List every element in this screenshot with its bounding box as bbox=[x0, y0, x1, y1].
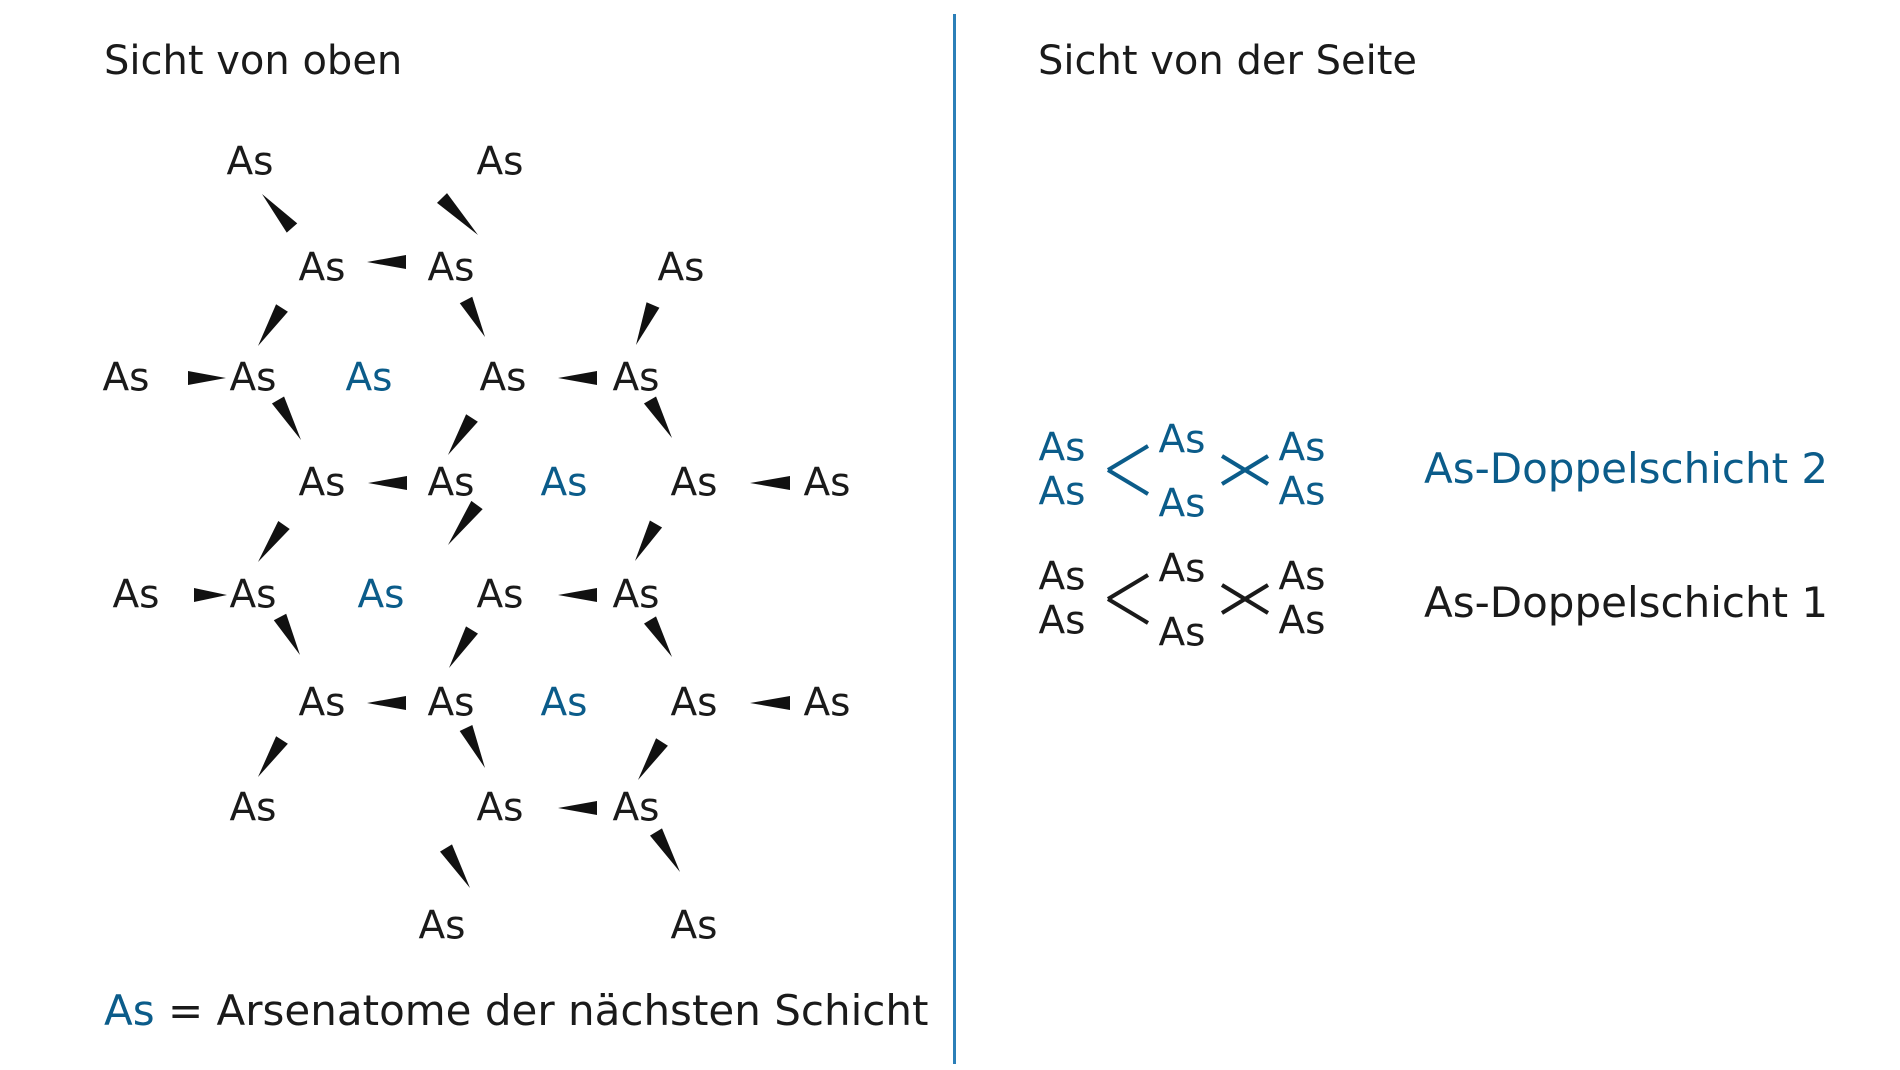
side-layer-2-bond bbox=[1220, 454, 1270, 486]
side-layer-2-atom: As bbox=[1038, 425, 1086, 471]
as-atom: As bbox=[427, 460, 475, 506]
as-atom: As bbox=[670, 903, 718, 949]
bond-wedge bbox=[273, 613, 300, 655]
as-atom: As bbox=[612, 355, 660, 401]
bond-wedge bbox=[750, 476, 790, 490]
as-atom: As bbox=[476, 139, 524, 185]
side-layer-1-atom: As bbox=[1278, 598, 1326, 644]
as-atom: As bbox=[803, 460, 851, 506]
as-atom: As bbox=[476, 572, 524, 618]
bond-wedge bbox=[258, 304, 288, 346]
side-layer-2-atom: As bbox=[1278, 425, 1326, 471]
side-layer-1-bond bbox=[1106, 573, 1150, 601]
bond-wedge bbox=[558, 371, 597, 385]
bond-wedge bbox=[636, 302, 660, 345]
bond-wedge bbox=[436, 193, 478, 235]
bond-wedge bbox=[368, 476, 407, 490]
side-layer-2-bond bbox=[1106, 444, 1150, 472]
bond-wedge bbox=[558, 801, 597, 815]
as-atom: As bbox=[657, 245, 705, 291]
side-layer-2-atom: As bbox=[1158, 481, 1206, 527]
as-atom-next-layer: As bbox=[540, 460, 588, 506]
side-layer-1-bond bbox=[1106, 597, 1150, 625]
bond-wedge bbox=[258, 736, 288, 777]
as-atom: As bbox=[298, 460, 346, 506]
layer-label-2: As-Doppelschicht 2 bbox=[1424, 444, 1829, 493]
bond-wedge bbox=[194, 588, 227, 602]
as-atom: As bbox=[427, 680, 475, 726]
bond-wedge bbox=[459, 724, 485, 768]
bond-wedge bbox=[449, 626, 478, 668]
as-atom: As bbox=[226, 139, 274, 185]
bond-wedge bbox=[367, 696, 406, 710]
as-atom: As bbox=[229, 355, 277, 401]
side-layer-1-atom: As bbox=[1038, 554, 1086, 600]
as-atom: As bbox=[612, 785, 660, 831]
bond-wedge bbox=[635, 520, 663, 561]
bond-wedge bbox=[558, 588, 597, 602]
as-atom: As bbox=[612, 572, 660, 618]
bond-wedge bbox=[439, 844, 470, 888]
as-atom-next-layer: As bbox=[345, 355, 393, 401]
legend-symbol: As bbox=[104, 986, 155, 1035]
side-layer-2-atom: As bbox=[1038, 469, 1086, 515]
bond-wedge bbox=[448, 414, 478, 455]
bond-wedge bbox=[188, 371, 226, 385]
bond-wedge bbox=[643, 616, 672, 657]
layer-label-1: As-Doppelschicht 1 bbox=[1424, 578, 1829, 627]
side-layer-2-atom: As bbox=[1278, 469, 1326, 515]
as-atom: As bbox=[803, 680, 851, 726]
bond-wedge bbox=[750, 696, 790, 710]
side-layer-1-atom: As bbox=[1038, 598, 1086, 644]
as-atom: As bbox=[427, 245, 475, 291]
as-atom-next-layer: As bbox=[540, 680, 588, 726]
side-layer-2-bond bbox=[1106, 468, 1150, 496]
as-atom: As bbox=[229, 572, 277, 618]
bond-wedge bbox=[367, 255, 406, 269]
as-atom: As bbox=[229, 785, 277, 831]
side-layer-1-atom: As bbox=[1158, 610, 1206, 656]
as-atom: As bbox=[298, 245, 346, 291]
legend: As = Arsenatome der nächsten Schicht bbox=[104, 986, 928, 1035]
bond-wedge bbox=[448, 500, 483, 545]
bond-wedge bbox=[459, 296, 485, 337]
as-atom: As bbox=[418, 903, 466, 949]
side-layer-1-atom: As bbox=[1278, 554, 1326, 600]
side-layer-1-bond bbox=[1220, 583, 1270, 615]
left-panel-title: Sicht von oben bbox=[104, 38, 403, 84]
bond-wedge bbox=[649, 828, 680, 872]
bond-wedge bbox=[643, 396, 672, 438]
bond-wedge bbox=[271, 396, 301, 440]
bond-wedge bbox=[638, 738, 668, 780]
as-atom: As bbox=[670, 680, 718, 726]
as-atom: As bbox=[479, 355, 527, 401]
right-panel-title: Sicht von der Seite bbox=[1038, 38, 1418, 84]
side-layer-2-atom: As bbox=[1158, 417, 1206, 463]
as-atom: As bbox=[112, 572, 160, 618]
as-atom: As bbox=[476, 785, 524, 831]
panel-divider bbox=[953, 14, 956, 1064]
as-atom: As bbox=[298, 680, 346, 726]
bond-wedge bbox=[262, 194, 298, 233]
as-atom: As bbox=[670, 460, 718, 506]
as-atom: As bbox=[102, 355, 150, 401]
side-layer-1-atom: As bbox=[1158, 546, 1206, 592]
as-atom-next-layer: As bbox=[357, 572, 405, 618]
bond-wedge bbox=[258, 520, 290, 562]
legend-text: = Arsenatome der nächsten Schicht bbox=[167, 986, 929, 1035]
